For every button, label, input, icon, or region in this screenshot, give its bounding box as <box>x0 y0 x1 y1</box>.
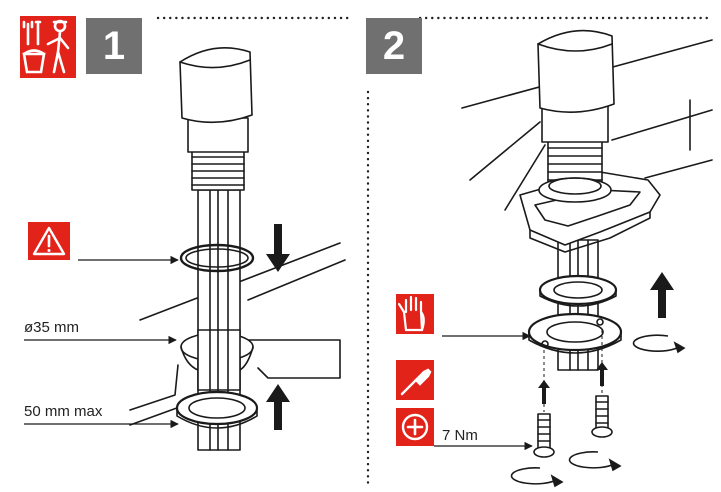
torque-label: 7 Nm <box>442 427 478 444</box>
step1-illustration <box>129 46 346 451</box>
diameter-label: ø35 mm <box>24 319 80 336</box>
phillips-screw-icon <box>396 408 434 446</box>
hand-icon <box>396 294 434 334</box>
step-1-number: 1 <box>86 18 142 74</box>
step2-illustration <box>461 29 713 458</box>
tools-and-worker-icon <box>20 16 76 78</box>
dotted-separators <box>156 16 714 490</box>
step-2-number: 2 <box>366 18 422 74</box>
up-arrow-icon <box>266 384 290 430</box>
rotate-clockwise-icon <box>510 467 564 488</box>
rotate-clockwise-icon <box>632 334 686 354</box>
step2-arrows <box>538 272 674 404</box>
warning-triangle-icon <box>28 222 70 260</box>
rotate-clockwise-icon <box>568 451 622 472</box>
step1-arrows <box>266 224 290 430</box>
up-arrow-icon <box>650 272 674 318</box>
screwdriver-icon <box>396 360 434 400</box>
step2-leader-lines <box>434 331 533 451</box>
up-small-arrow-icon <box>538 380 550 404</box>
down-arrow-icon <box>266 224 290 272</box>
rotation-arrows <box>510 334 686 488</box>
up-small-arrow-icon <box>596 362 608 386</box>
step1-leader-lines <box>24 255 179 429</box>
max-thickness-label: 50 mm max <box>24 403 103 420</box>
